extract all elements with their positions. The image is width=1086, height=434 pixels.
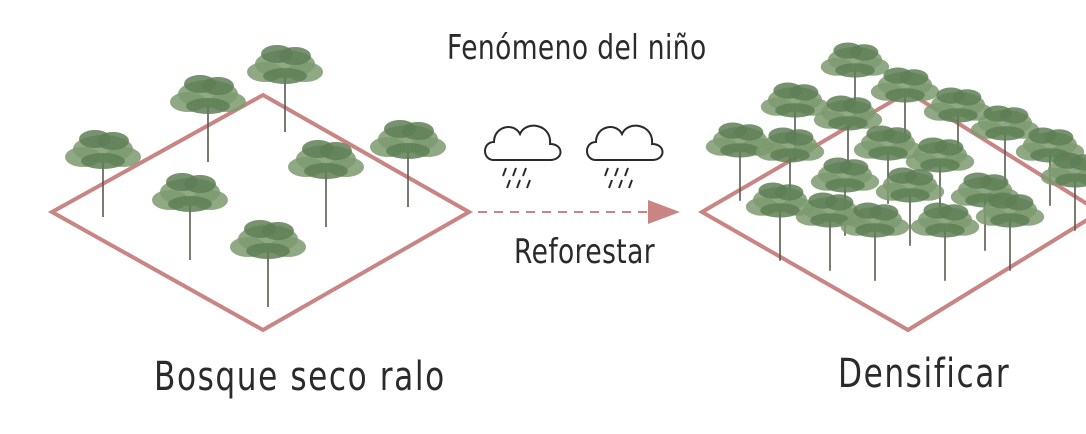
tree-icon: [745, 182, 815, 261]
tree-icon: [1040, 152, 1086, 231]
tree-icon: [152, 173, 228, 260]
tree-icon: [810, 157, 880, 236]
rain-cloud-icon: [586, 124, 664, 189]
tree-icon: [870, 67, 940, 146]
right-tree-group: [705, 42, 1086, 281]
tree-icon: [875, 167, 945, 246]
phenomenon-label: Fenómeno del niño: [447, 28, 707, 68]
tree-icon: [705, 122, 775, 201]
densify-label: Densificar: [838, 351, 1011, 397]
tree-icon: [905, 137, 975, 216]
tree-icon: [247, 45, 323, 132]
left-plot-outline: [47, 92, 474, 333]
tree-icon: [975, 192, 1045, 271]
tree-icon: [853, 125, 923, 204]
reforest-label: Reforestar: [514, 232, 656, 272]
tree-icon: [910, 202, 980, 281]
dashed-arrow: [478, 200, 680, 224]
tree-icon: [813, 95, 883, 174]
right-plot-outline: [698, 89, 1086, 333]
rain-cloud-icon: [484, 124, 562, 189]
tree-icon: [760, 82, 830, 161]
tree-icon: [840, 202, 910, 281]
tree-icon: [370, 120, 446, 207]
tree-icon: [970, 105, 1040, 184]
tree-icon: [170, 75, 246, 162]
tree-icon: [65, 130, 141, 217]
left-tree-group: [65, 45, 446, 307]
tree-icon: [755, 127, 825, 206]
sparse-forest-label: Bosque seco ralo: [154, 354, 446, 400]
tree-icon: [288, 140, 364, 227]
tree-icon: [820, 42, 890, 121]
tree-icon: [230, 220, 306, 307]
